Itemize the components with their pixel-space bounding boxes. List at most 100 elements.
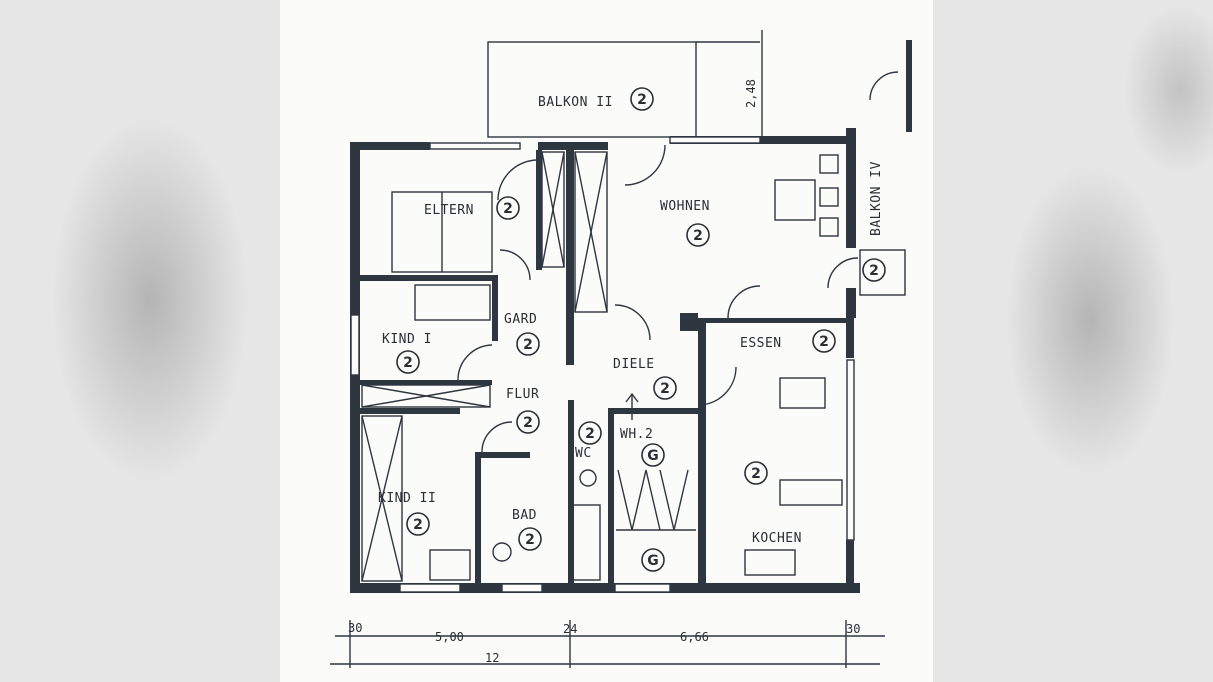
door-essen bbox=[727, 285, 761, 319]
door-kind1 bbox=[457, 344, 493, 381]
mark-eltern: 2 bbox=[503, 201, 513, 217]
circle-wc bbox=[578, 421, 602, 445]
circle-balkon-ii bbox=[630, 87, 654, 111]
wall-right-upper bbox=[846, 128, 856, 248]
wall-right-bottom bbox=[846, 540, 854, 590]
door-balkon4 bbox=[827, 257, 859, 289]
balkon-ii-outline bbox=[487, 41, 697, 138]
circle-wohnen bbox=[686, 223, 710, 247]
circle-kind-ii bbox=[406, 512, 430, 536]
door-eltern bbox=[497, 159, 539, 201]
mark-wohnen: 2 bbox=[693, 228, 703, 244]
circle-flur bbox=[516, 410, 540, 434]
dim-balkon-depth: 2,48 bbox=[744, 79, 758, 108]
door-entrance bbox=[869, 71, 899, 101]
wall-stair-left bbox=[608, 408, 614, 584]
closet-kind2-cross-b bbox=[361, 415, 403, 582]
wall-bad-top bbox=[475, 452, 530, 458]
mark-kind-ii: 2 bbox=[413, 517, 423, 533]
mark-gard: 2 bbox=[523, 337, 533, 353]
dim-mid: 24 bbox=[563, 622, 577, 636]
mark-wh: G bbox=[647, 448, 659, 464]
wall-right-lower bbox=[846, 318, 854, 358]
window-top bbox=[429, 142, 521, 150]
label-kind-ii: KIND II bbox=[378, 491, 436, 506]
wall-wc-left bbox=[568, 400, 574, 584]
mark-bad: 2 bbox=[525, 532, 535, 548]
mark-balkon-iv: 2 bbox=[869, 263, 879, 279]
label-wohnen: WOHNEN bbox=[660, 199, 710, 214]
label-balkon-ii: BALKON II bbox=[538, 95, 613, 110]
balkon-iv-box bbox=[859, 249, 906, 296]
mark-kind-i: 2 bbox=[403, 355, 413, 371]
mark-diele: 2 bbox=[660, 381, 670, 397]
chair-wohnen-1 bbox=[819, 154, 839, 174]
toilet bbox=[579, 469, 597, 487]
wall-stair-top bbox=[608, 408, 698, 414]
wall-bottom bbox=[350, 583, 860, 593]
closet-kind1-cross-b bbox=[361, 384, 491, 408]
circle-kochen-area bbox=[744, 461, 768, 485]
circle-diele bbox=[653, 376, 677, 400]
label-flur: FLUR bbox=[506, 387, 539, 402]
label-wh: WH.2 bbox=[620, 427, 653, 442]
door-gard bbox=[499, 249, 531, 281]
entrance-jamb bbox=[906, 40, 912, 132]
wall-bad-left bbox=[475, 452, 481, 584]
desk-kind2 bbox=[429, 549, 471, 581]
label-gard: GARD bbox=[504, 312, 537, 327]
wall-top-mid bbox=[538, 142, 608, 150]
mark-flur: 2 bbox=[523, 415, 533, 431]
dim-edge-right: 30 bbox=[846, 622, 860, 636]
label-essen: ESSEN bbox=[740, 336, 782, 351]
door-kochen bbox=[697, 366, 737, 406]
stair-zigzag-left bbox=[617, 469, 661, 531]
label-bad: BAD bbox=[512, 508, 537, 523]
bathtub bbox=[569, 504, 601, 581]
mark-balkon-ii: 2 bbox=[637, 92, 647, 108]
mark-stair: G bbox=[647, 553, 659, 569]
label-eltern: ELTERN bbox=[424, 203, 474, 218]
table-essen bbox=[779, 377, 826, 409]
door-bad bbox=[481, 421, 513, 453]
window-top-right bbox=[669, 136, 761, 144]
dim-right: 6,66 bbox=[680, 630, 709, 644]
window-bottom-mid bbox=[501, 583, 543, 593]
dim-edge-left: 30 bbox=[348, 621, 362, 635]
mark-essen: 2 bbox=[819, 334, 829, 350]
floor-plan: BALKON II 2 2,48 ELTERN 2 WOHNEN 2 BALKO… bbox=[330, 30, 912, 668]
label-wc: WC bbox=[575, 446, 592, 461]
window-left bbox=[350, 314, 360, 376]
bad-sink bbox=[492, 542, 512, 562]
closet-kind1 bbox=[361, 384, 491, 408]
table-wohnen bbox=[774, 179, 816, 221]
dim-bottom-center: 12 bbox=[485, 651, 499, 665]
closet-kind2 bbox=[361, 415, 403, 582]
wall-core bbox=[566, 150, 574, 365]
mark-kochen-area: 2 bbox=[751, 466, 761, 482]
window-bottom-right bbox=[614, 583, 671, 593]
circle-stair bbox=[641, 548, 665, 572]
closet-wohnen-cross-b bbox=[574, 151, 608, 313]
circle-kind-i bbox=[396, 350, 420, 374]
wall-kind2-top bbox=[360, 408, 460, 414]
circle-wh bbox=[641, 443, 665, 467]
window-bottom-left bbox=[399, 583, 461, 593]
chair-wohnen-2 bbox=[819, 187, 839, 207]
wall-kitchen-left bbox=[698, 318, 706, 584]
stair-arrow-head bbox=[625, 392, 639, 403]
wall-top-left bbox=[350, 142, 430, 150]
chimney bbox=[680, 313, 698, 331]
door-diele bbox=[614, 304, 651, 341]
window-right bbox=[846, 359, 855, 541]
circle-bad bbox=[518, 527, 542, 551]
bed-kind1 bbox=[414, 284, 491, 321]
circle-essen bbox=[812, 329, 836, 353]
dim-left: 5,00 bbox=[435, 630, 464, 644]
door-wohnen bbox=[624, 144, 666, 186]
label-kind-i: KIND I bbox=[382, 332, 432, 347]
wall-closet-left bbox=[536, 150, 542, 270]
closet-eltern-cross-b bbox=[541, 151, 565, 268]
circle-gard bbox=[516, 332, 540, 356]
label-diele: DIELE bbox=[613, 357, 655, 372]
